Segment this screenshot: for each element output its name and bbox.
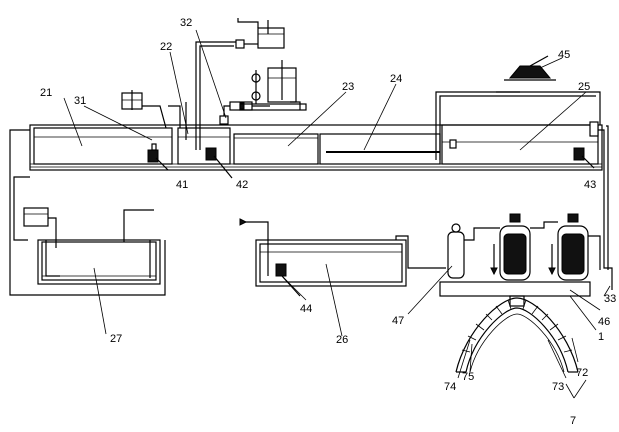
arch-structure-7: [455, 297, 579, 373]
outer-loop-pipe: [9, 129, 166, 296]
main-tank-outline: [29, 124, 603, 171]
label-24: 24: [390, 73, 402, 85]
dosing-unit-31: [121, 90, 167, 129]
label-45: 45: [558, 49, 570, 61]
label-31: 31: [74, 95, 86, 107]
label-74: 74: [444, 381, 456, 393]
pump-41: [147, 143, 169, 171]
label-7: 7: [570, 415, 576, 427]
label-44: 44: [300, 303, 312, 315]
filter-47: [447, 231, 465, 279]
tank-27-doser: [23, 207, 49, 227]
tank-26: [239, 218, 446, 297]
dosing-unit-23: [239, 60, 307, 111]
skid-base-46: [439, 281, 591, 297]
label-1: 1: [598, 331, 604, 343]
tank-25: [441, 124, 599, 165]
label-22: 22: [160, 41, 172, 53]
tank-22: [177, 127, 231, 165]
pump-44: [275, 263, 287, 277]
label-33: 33: [604, 293, 616, 305]
label-42: 42: [236, 179, 248, 191]
label-32: 32: [180, 17, 192, 29]
label-75: 75: [462, 371, 474, 383]
tank-24: [319, 133, 441, 165]
tank-27: [23, 207, 161, 285]
membrane-vessel-1: [499, 225, 531, 281]
label-21: 21: [40, 87, 52, 99]
tank-21: [33, 127, 173, 165]
main-tank-assembly: [29, 18, 613, 290]
label-23: 23: [342, 81, 354, 93]
label-26: 26: [336, 334, 348, 346]
label-46: 46: [598, 316, 610, 328]
pump-42: [205, 147, 233, 179]
pump-43: [573, 147, 595, 169]
label-43: 43: [584, 179, 596, 191]
top-dosing-tank: [237, 18, 285, 49]
label-27: 27: [110, 333, 122, 345]
tank-23: [233, 133, 319, 165]
pipe-33: [598, 129, 613, 290]
air-pump-45: [496, 55, 556, 93]
membrane-vessel-2: [557, 225, 589, 281]
label-41: 41: [176, 179, 188, 191]
pipe-32: [195, 41, 238, 150]
filtration-skid: [439, 213, 601, 307]
leader-lines: [63, 29, 611, 399]
label-72: 72: [576, 367, 588, 379]
label-73: 73: [552, 381, 564, 393]
label-25: 25: [578, 81, 590, 93]
label-47: 47: [392, 315, 404, 327]
